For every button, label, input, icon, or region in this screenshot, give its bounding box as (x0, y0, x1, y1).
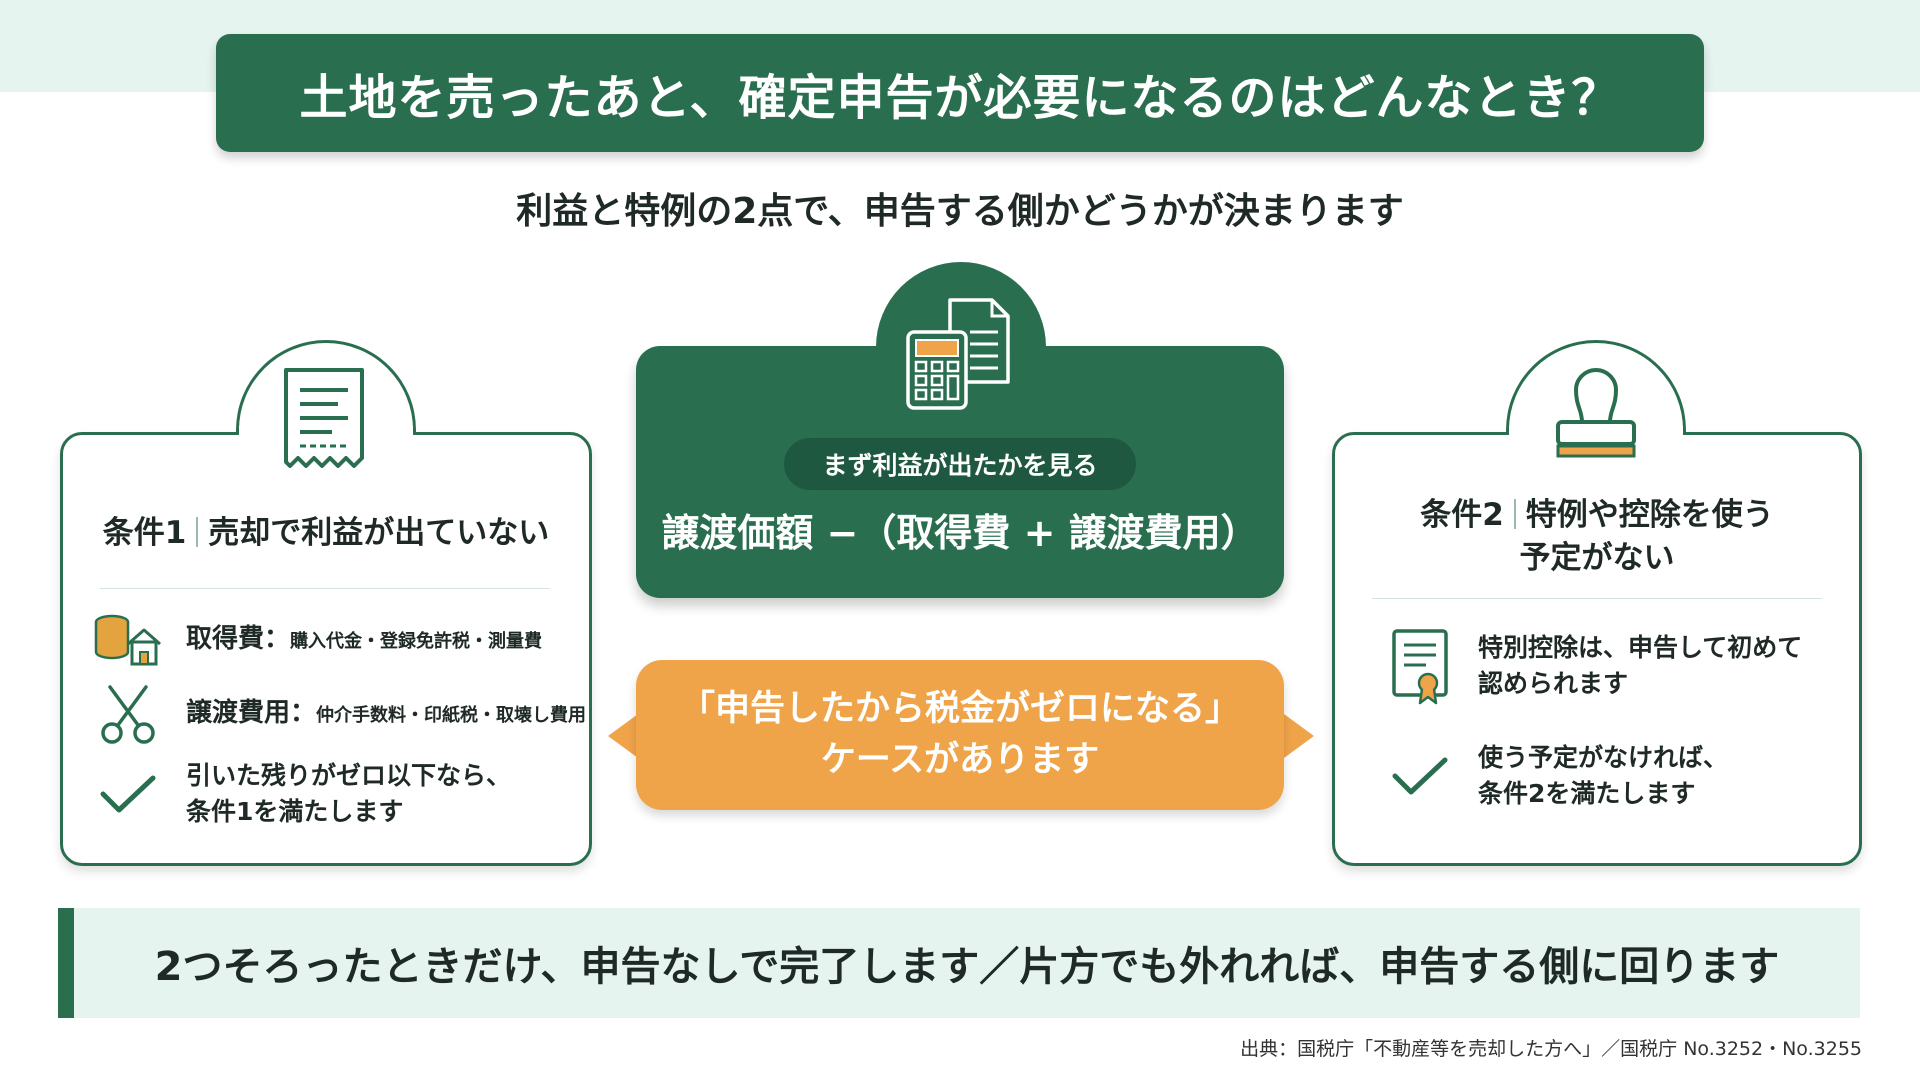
term-colon: ： (290, 698, 317, 729)
list-item-transfer-cost: 譲渡費用：仲介手数料・印紙税・取壊し費用 (92, 682, 586, 746)
bubble-arrow-left (608, 714, 638, 758)
text-line: 「申告したから税金がゼロになる」 (679, 689, 1240, 729)
text-line: 条件1を満たします (186, 797, 404, 827)
list-item-special-deduction: 特別控除は、申告して初めて 認められます (1384, 629, 1802, 705)
term-label: 譲渡費用 (186, 698, 291, 729)
certificate-icon (1384, 629, 1456, 705)
special-deduction-text: 特別控除は、申告して初めて 認められます (1478, 630, 1802, 703)
text-line: 認められます (1478, 669, 1629, 699)
calculator-document-icon (904, 296, 1020, 416)
term-colon: ： (264, 624, 291, 655)
check-icon (1384, 744, 1456, 808)
text-line: ケースがあります (820, 739, 1100, 780)
title-banner: 土地を売ったあと、確定申告が必要になるのはどんなとき？ (216, 34, 1704, 152)
heading-line-2: 予定がない (1519, 540, 1675, 577)
callout-text: 「申告したから税金がゼロになる」 ケースがあります (636, 684, 1284, 786)
scissors-icon (92, 682, 164, 746)
bubble-arrow-right (1284, 714, 1314, 758)
receipt-icon (280, 366, 368, 478)
condition2-text: 特例や控除を使う (1525, 497, 1774, 533)
stamp-icon (1546, 366, 1646, 478)
heading-separator (196, 517, 199, 547)
term-label: 取得費 (186, 624, 265, 655)
source-citation: 出典：国税庁「不動産等を売却した方へ」／国税庁 No.3252・No.3255 (1240, 1038, 1862, 1060)
text-line: 引いた残りがゼロ以下なら、 (186, 761, 512, 790)
heading-separator (1513, 499, 1516, 529)
page-subtitle: 利益と特例の2点で、申告する側かどうかが決まります (516, 191, 1404, 232)
callout-bubble (636, 660, 1284, 810)
transfer-cost-text: 譲渡費用：仲介手数料・印紙税・取壊し費用 (186, 695, 586, 733)
coins-house-icon (92, 608, 164, 672)
conclusion-text: 2つそろったときだけ、申告なしで完了します／片方でも外れれば、申告する側に回りま… (154, 944, 1780, 990)
heading-line-1: 条件2 特例や控除を使う (1332, 494, 1862, 537)
check-icon (92, 762, 164, 826)
text-line: 使う予定がなければ、 (1478, 743, 1729, 772)
text-line: 特別控除は、申告して初めて (1478, 633, 1803, 662)
acquisition-cost-text: 取得費：購入代金・登録免許税・測量費 (186, 621, 542, 659)
first-step-pill: まず利益が出たかを見る (784, 438, 1136, 490)
condition1-divider (100, 588, 550, 589)
list-item-acquisition-cost: 取得費：購入代金・登録免許税・測量費 (92, 608, 542, 672)
conclusion-band (58, 908, 1860, 1018)
term-description: 購入代金・登録免許税・測量費 (290, 631, 543, 653)
profit-formula: 譲渡価額 −（取得費 + 譲渡費用） (661, 511, 1259, 555)
condition1-result-text: 引いた残りがゼロ以下なら、 条件1を満たします (186, 758, 511, 831)
condition2-label: 条件2 (1420, 497, 1504, 533)
list-item-condition2-result: 使う予定がなければ、 条件2を満たします (1384, 740, 1728, 813)
condition2-result-text: 使う予定がなければ、 条件2を満たします (1478, 740, 1728, 813)
condition2-heading: 条件2 特例や控除を使う 予定がない (1332, 494, 1862, 581)
conclusion-accent-bar (58, 908, 74, 1018)
condition1-heading: 条件1 売却で利益が出ていない (60, 512, 592, 555)
text-line: 条件2を満たします (1478, 779, 1696, 809)
term-description: 仲介手数料・印紙税・取壊し費用 (316, 705, 587, 727)
condition1-label: 条件1 (102, 515, 187, 551)
page-title: 土地を売ったあと、確定申告が必要になるのはどんなとき？ (299, 70, 1621, 126)
list-item-condition1-result: 引いた残りがゼロ以下なら、 条件1を満たします (92, 758, 511, 831)
condition1-text: 売却で利益が出ていない (208, 515, 550, 551)
condition2-divider (1372, 598, 1822, 599)
